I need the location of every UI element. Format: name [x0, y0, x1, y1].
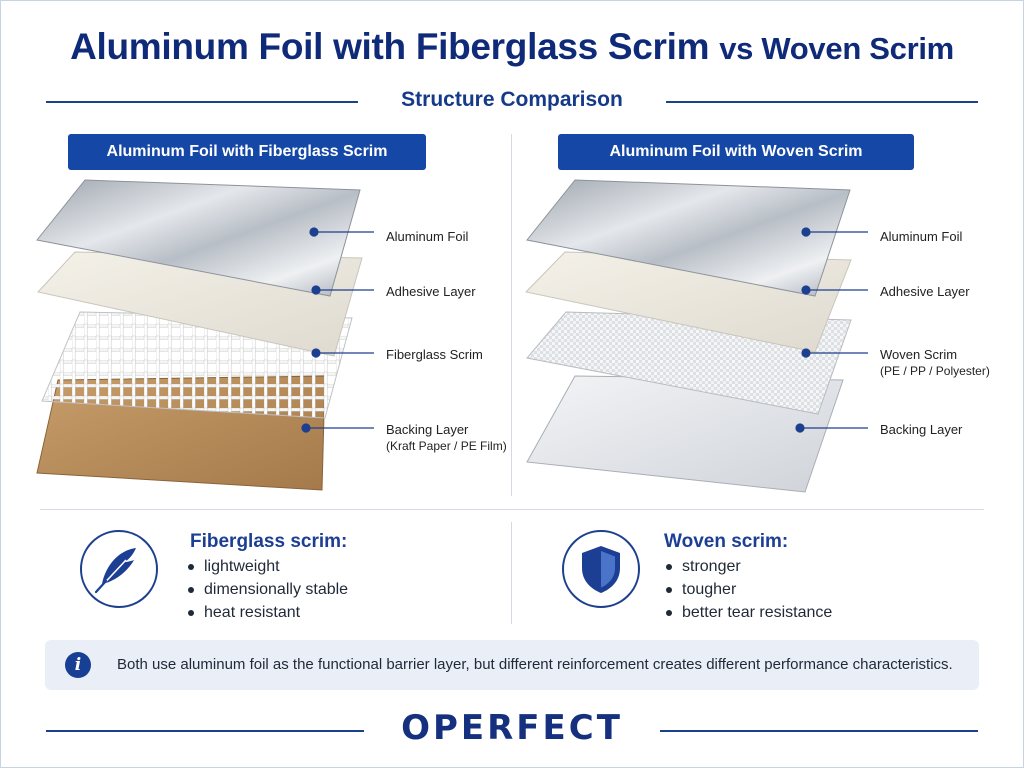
right-label-backing: Backing Layer: [880, 421, 962, 438]
title-main: Aluminum Foil with Fiberglass Scrim: [70, 26, 710, 67]
left-column-header: Aluminum Foil with Fiberglass Scrim: [68, 134, 426, 170]
left-aluminum-foil: [36, 179, 361, 297]
left-leader-lines: [301, 227, 374, 433]
left-feature-item: heat resistant: [186, 601, 348, 624]
feature-divider: [511, 522, 512, 624]
right-feature-item: tougher: [664, 578, 832, 601]
column-divider: [511, 134, 512, 496]
right-feature-list: stronger tougher better tear resistance: [664, 555, 832, 624]
left-layer-stack: [36, 179, 363, 491]
left-label-aluminum-foil: Aluminum Foil: [386, 228, 468, 245]
info-box: i Both use aluminum foil as the function…: [45, 640, 979, 690]
right-feature-item: stronger: [664, 555, 832, 578]
right-aluminum-foil: [526, 179, 851, 297]
right-label-backing-text: Backing Layer: [880, 422, 963, 437]
left-label-backing: Backing Layer (Kraft Paper / PE Film): [386, 421, 507, 455]
right-column-header: Aluminum Foil with Woven Scrim: [558, 134, 914, 170]
right-feature-title: Woven scrim:: [664, 531, 789, 552]
left-label-adhesive-text: Adhesive Layer: [386, 284, 476, 299]
right-label-woven-scrim-text: Woven Scrim: [880, 347, 958, 362]
footer-rule-left: [46, 730, 364, 732]
footer-rule-right: [660, 730, 978, 732]
left-label-adhesive: Adhesive Layer: [386, 283, 476, 300]
right-layer-stack: [525, 179, 852, 493]
left-label-fiberglass-scrim: Fiberglass Scrim: [386, 346, 483, 363]
section-divider: [40, 509, 984, 510]
right-label-aluminum-foil-text: Aluminum Foil: [880, 229, 963, 244]
subtitle: Structure Comparison: [401, 88, 623, 111]
right-label-woven-scrim: Woven Scrim (PE / PP / Polyester): [880, 346, 990, 380]
right-label-aluminum-foil: Aluminum Foil: [880, 228, 962, 245]
subtitle-rule-right: [666, 101, 978, 103]
info-text: Both use aluminum foil as the functional…: [117, 656, 953, 673]
left-feature-item: lightweight: [186, 555, 348, 578]
page-title: Aluminum Foil with Fiberglass Scrim vs W…: [0, 26, 1024, 68]
subtitle-row: Structure Comparison: [46, 86, 978, 116]
left-feature-list: lightweight dimensionally stable heat re…: [186, 555, 348, 624]
shield-icon: [562, 530, 640, 608]
left-feature-item: dimensionally stable: [186, 578, 348, 601]
right-label-woven-scrim-sub: (PE / PP / Polyester): [880, 364, 990, 378]
feather-icon: [80, 530, 158, 608]
left-label-fiberglass-scrim-text: Fiberglass Scrim: [386, 347, 483, 362]
right-label-adhesive-text: Adhesive Layer: [880, 284, 970, 299]
left-label-aluminum-foil-text: Aluminum Foil: [386, 229, 469, 244]
left-label-backing-sub: (Kraft Paper / PE Film): [386, 439, 507, 453]
left-feature-title: Fiberglass scrim:: [190, 531, 348, 552]
right-leader-lines: [795, 227, 868, 433]
left-label-backing-text: Backing Layer: [386, 422, 469, 437]
subtitle-rule-left: [46, 101, 358, 103]
brand-logo: OPERFECT: [401, 708, 623, 748]
right-feature-item: better tear resistance: [664, 601, 832, 624]
info-icon: i: [65, 652, 91, 678]
title-vs: vs Woven Scrim: [719, 31, 954, 66]
right-label-adhesive: Adhesive Layer: [880, 283, 970, 300]
